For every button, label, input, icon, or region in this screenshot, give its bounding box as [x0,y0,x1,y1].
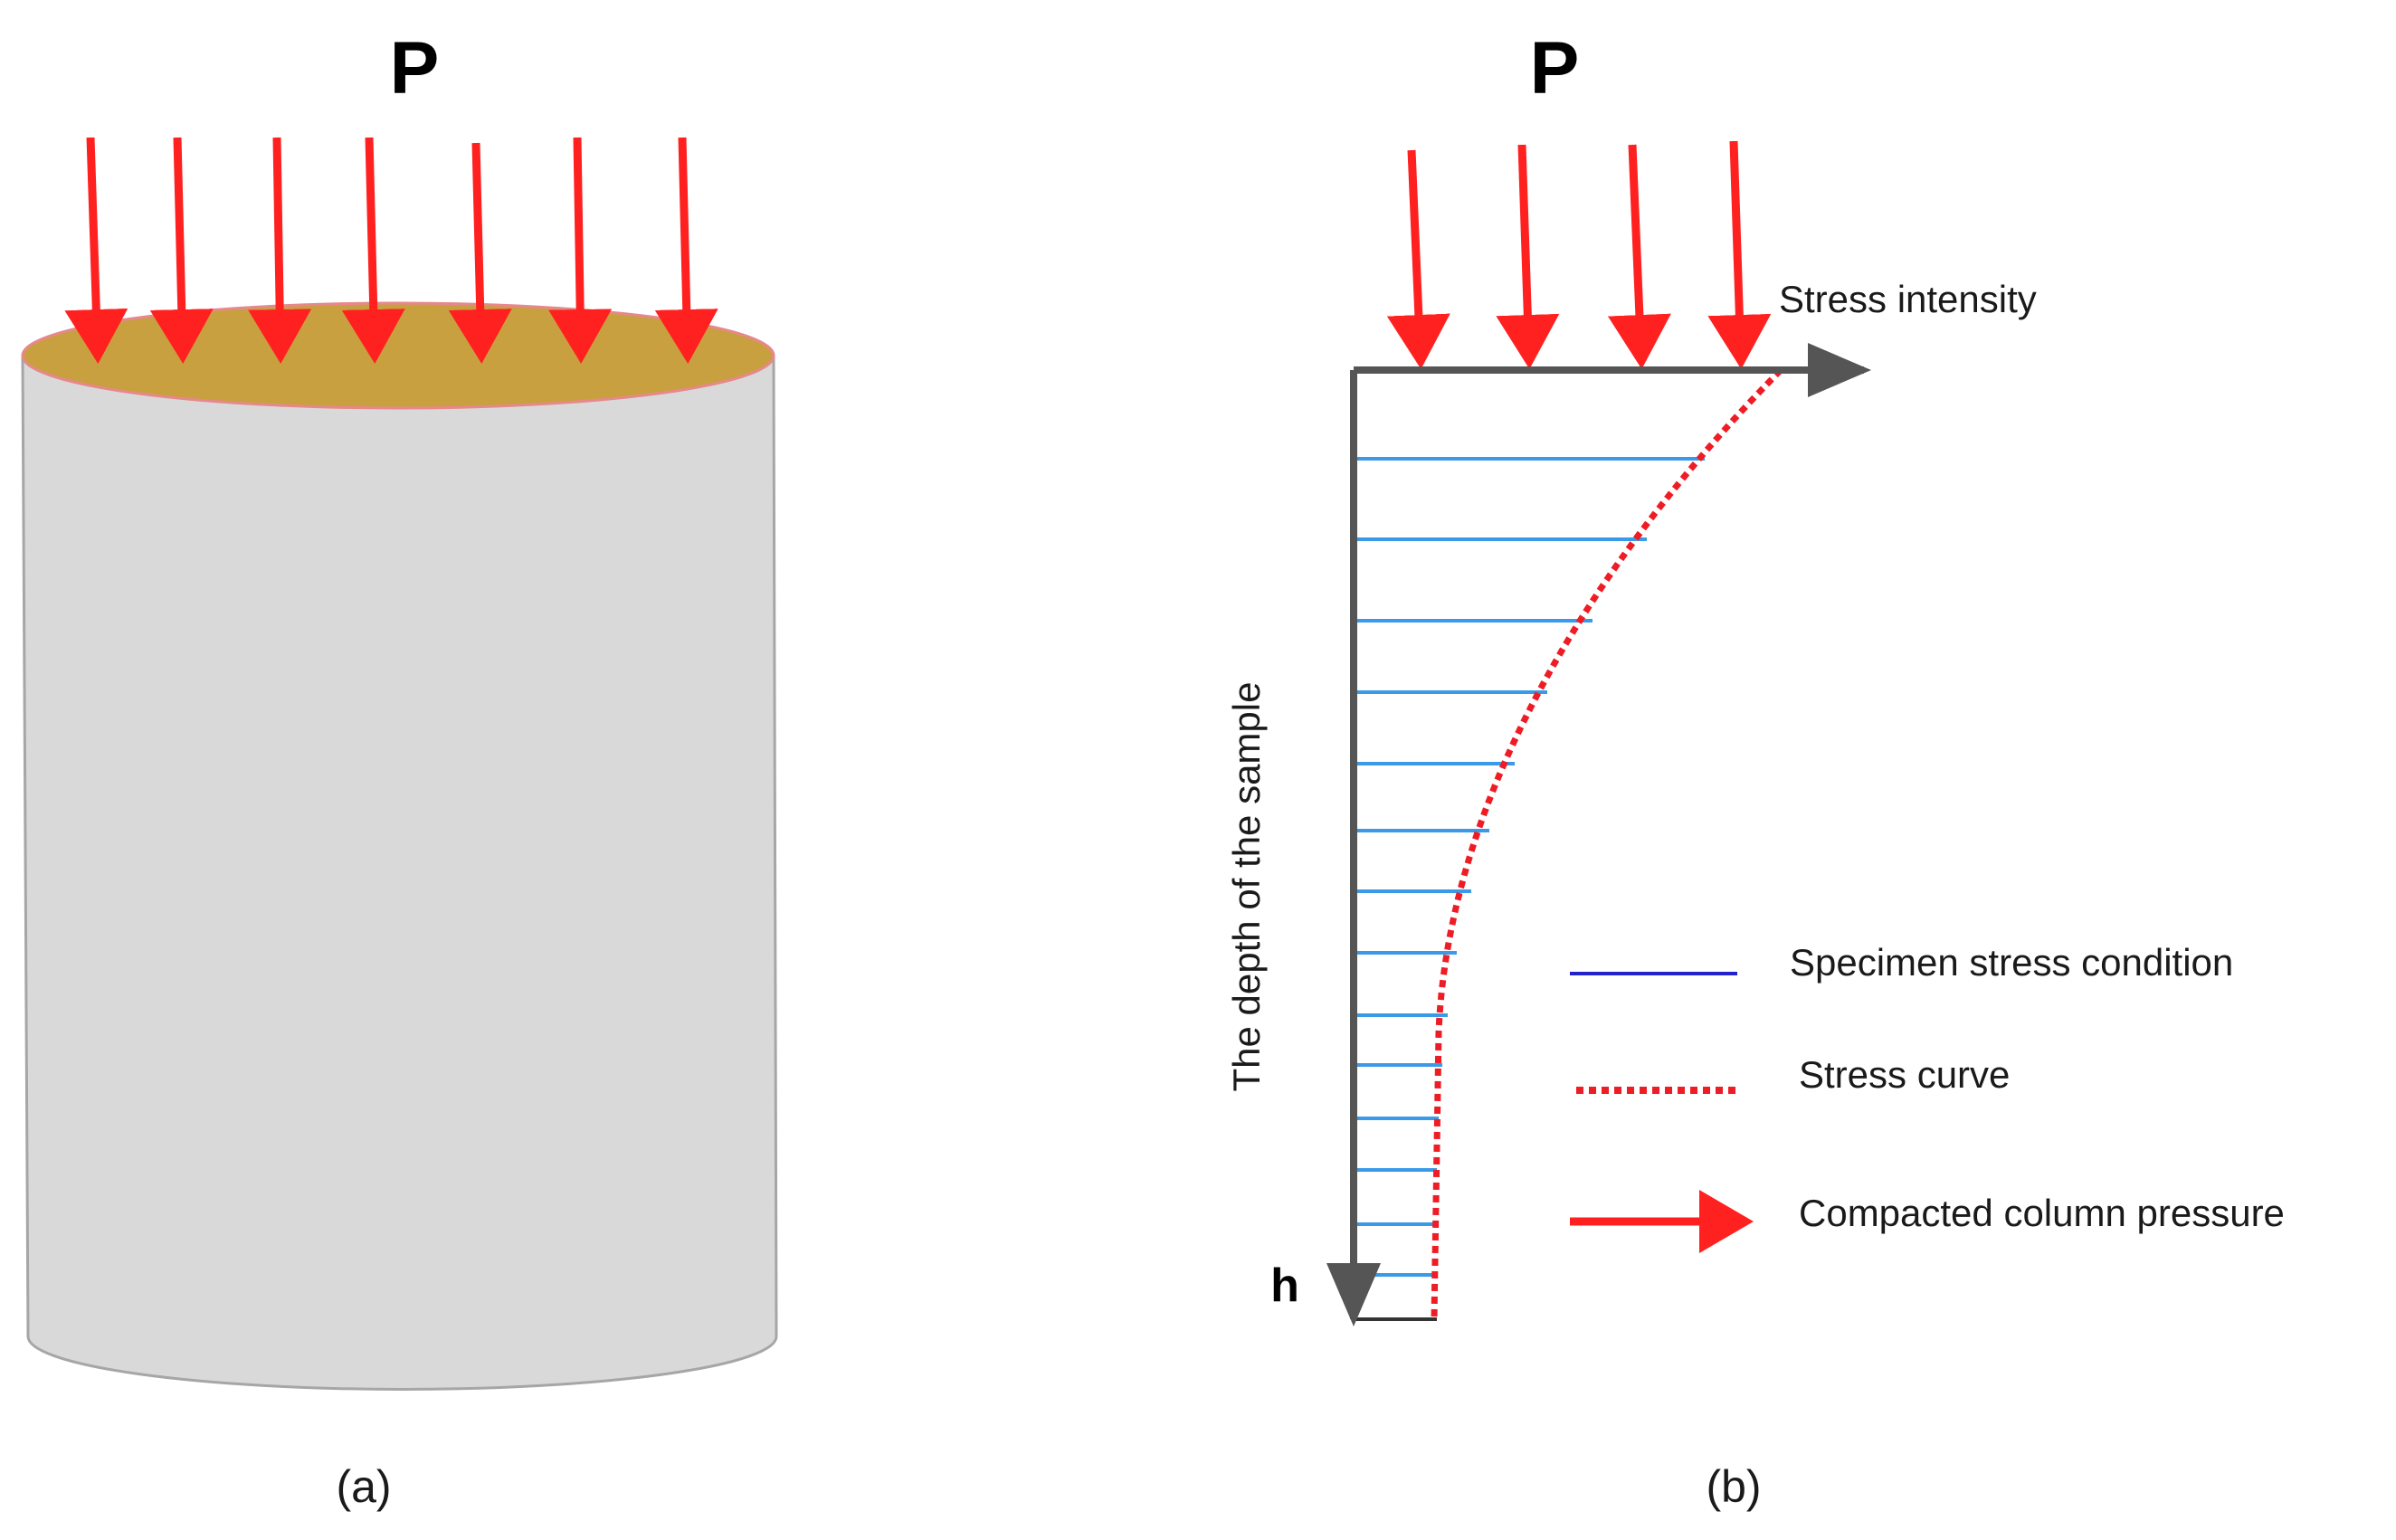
caption-b: (b) [1706,1461,1761,1512]
cylinder-body [21,356,778,1391]
pressure-arrow [248,137,312,364]
legend-item-specimen-stress-condition: Specimen stress condition [1570,941,2233,984]
pressure-arrow [654,137,718,364]
pressure-arrow [548,137,613,364]
legend: Specimen stress condition Stress curve C… [1570,941,2285,1253]
pressure-arrows-a [64,137,718,364]
pressure-arrow [1607,144,1671,369]
pressure-arrows-b [1386,140,1772,369]
stress-lines [1354,457,1705,1277]
cylinder-top-face [21,301,775,410]
load-label-b: P [1530,27,1580,109]
panel-a: P (a) [21,27,778,1512]
caption-a: (a) [336,1461,391,1512]
pressure-arrow [341,137,405,364]
x-axis-label: Stress intensity [1779,278,2037,320]
depth-symbol-label: h [1270,1260,1299,1312]
legend-item-stress-curve: Stress curve [1576,1053,2010,1096]
cylinder [21,301,778,1391]
y-axis-label: The depth of the sample [1225,682,1268,1092]
pressure-arrow [1707,140,1772,369]
pressure-arrow [448,142,512,364]
pressure-arrow [149,137,214,364]
axes [1326,343,1871,1326]
legend-label-compacted-column-pressure: Compacted column pressure [1799,1192,2285,1234]
legend-item-compacted-column-pressure: Compacted column pressure [1570,1190,2285,1253]
stress-curve [1431,367,1783,1320]
pressure-arrow [1386,149,1450,369]
pressure-arrow [64,137,128,364]
legend-label-specimen-stress-condition: Specimen stress condition [1790,941,2233,984]
panel-b: P Stress intensity The depth of the samp… [1225,27,2037,1512]
pressure-arrow [1496,144,1560,369]
legend-label-stress-curve: Stress curve [1799,1053,2010,1096]
load-label-a: P [390,27,440,109]
